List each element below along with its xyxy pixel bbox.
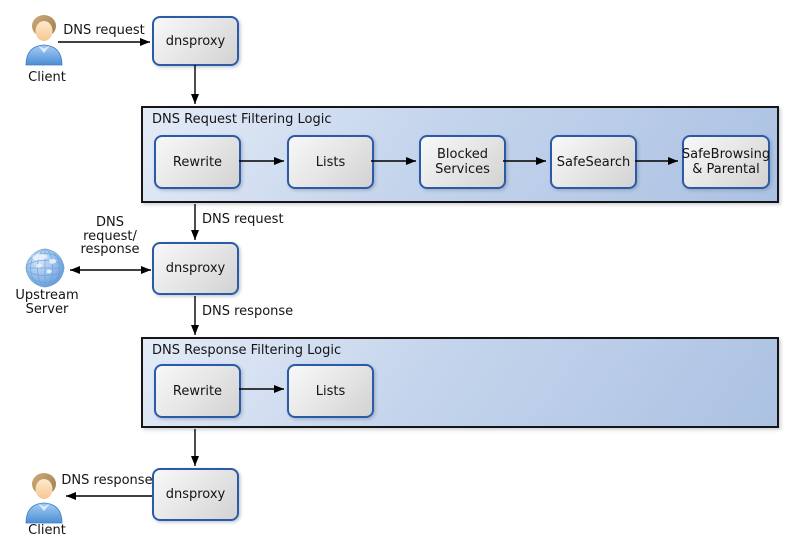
edge-label-dns-request-mid: DNS request [202,212,284,227]
step-safebrowsing-parental: SafeBrowsing & Parental [682,135,770,189]
edge-label-dns-response-mid: DNS response [202,304,294,319]
step-response-rewrite: Rewrite [154,364,241,418]
edge-label-dns-response-bottom: DNS response [61,473,153,488]
client-bottom-label: Client [28,523,66,538]
client-top-label: Client [28,70,66,85]
dnsproxy-node-middle: dnsproxy [152,242,239,295]
upstream-server-label: Upstream Server [15,288,79,317]
upstream-server-icon [25,248,65,288]
client-top-icon [25,15,63,66]
dnsproxy-node-bottom: dnsproxy [152,468,239,521]
edge-label-upstream-link: DNS request/ response [80,215,140,257]
edge-label-dns-request-top: DNS request [63,23,145,38]
step-request-rewrite: Rewrite [154,135,241,189]
client-bottom-icon [25,473,63,524]
request-filtering-title: DNS Request Filtering Logic [152,112,332,127]
response-filtering-container: DNS Response Filtering Logic Rewrite Lis… [141,337,779,428]
step-response-lists: Lists [287,364,374,418]
request-filtering-container: DNS Request Filtering Logic Rewrite List… [141,106,779,203]
step-blocked-services: Blocked Services [419,135,506,189]
step-safesearch: SafeSearch [550,135,637,189]
step-request-lists: Lists [287,135,374,189]
response-filtering-title: DNS Response Filtering Logic [152,343,342,358]
dnsproxy-node-top: dnsproxy [152,16,239,66]
